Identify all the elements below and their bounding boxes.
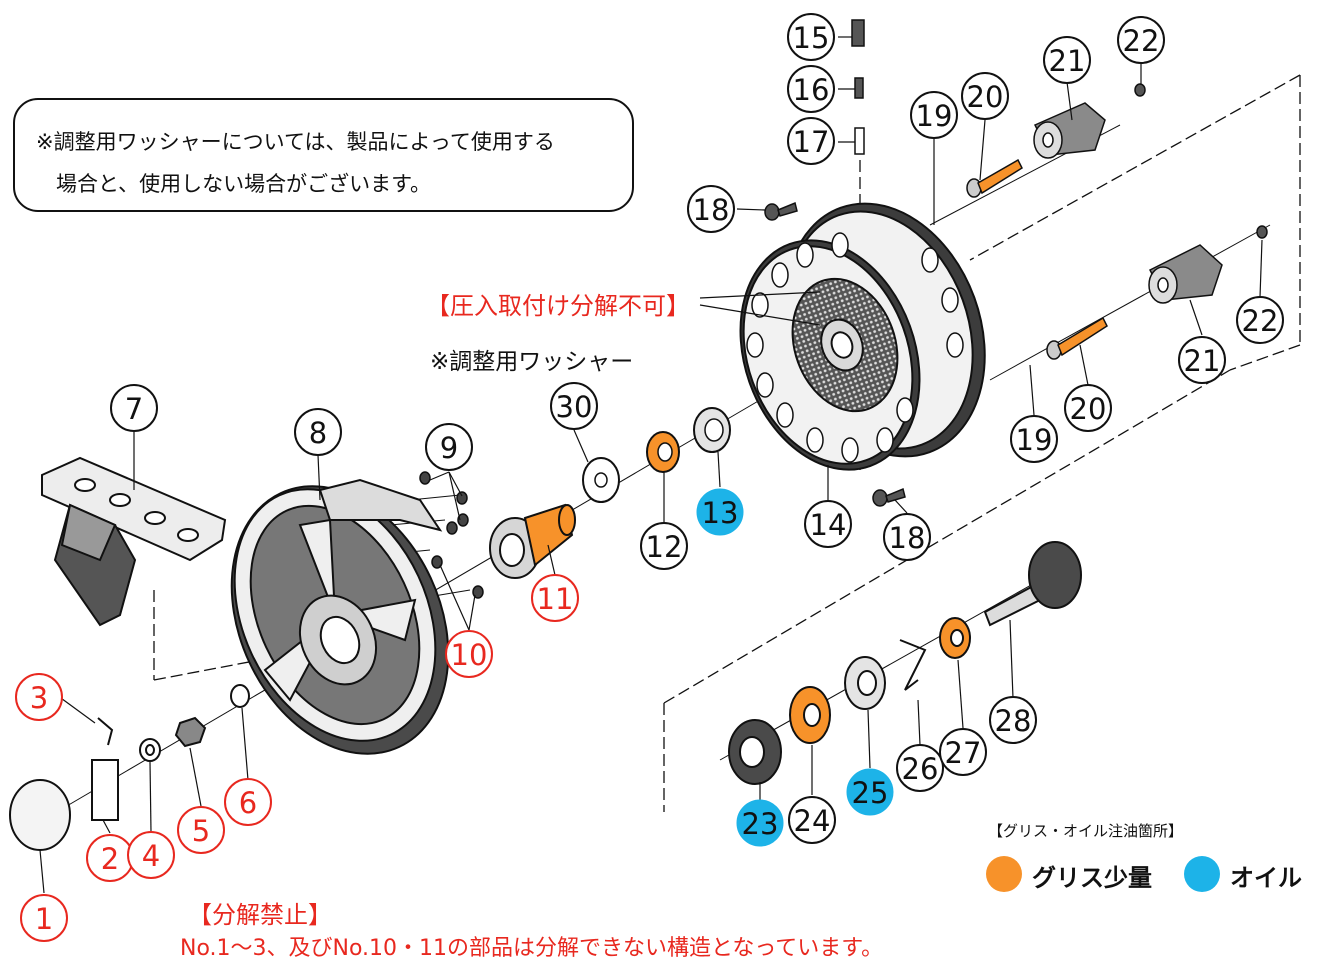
- part-label-20: 20: [961, 72, 1009, 120]
- part-label-28: 28: [989, 696, 1037, 744]
- svg-text:4: 4: [142, 839, 160, 873]
- part-label-26: 26: [896, 744, 944, 792]
- note-line-2: 場合と、使用しない場合がございます。: [56, 172, 432, 196]
- svg-text:12: 12: [646, 530, 683, 564]
- part-label-16: 16: [787, 65, 835, 113]
- grease-label: グリス少量: [1032, 864, 1152, 892]
- disassembly-note: No.1～3、及びNo.10・11の部品は分解できない構造となっています。: [180, 936, 884, 961]
- part-12-hole: [657, 442, 673, 462]
- upper-handle-parts: [966, 83, 1146, 198]
- parts-15-17-screws: [851, 19, 865, 155]
- part-label-22: 22: [1117, 16, 1165, 64]
- part-label-8: 8: [294, 408, 342, 456]
- part-label-3: 3: [15, 673, 63, 721]
- part-30-hole: [594, 472, 608, 488]
- part-label-13: 13: [696, 488, 744, 536]
- svg-text:25: 25: [852, 776, 889, 810]
- svg-text:28: 28: [995, 704, 1032, 738]
- oil-swatch: [1184, 856, 1220, 892]
- part-label-21: 21: [1178, 336, 1226, 384]
- part-label-23: 23: [736, 799, 784, 847]
- svg-text:19: 19: [916, 99, 953, 133]
- note-line-1: ※調整用ワッシャーについては、製品によって使用する: [36, 130, 555, 154]
- part-label-1: 1: [20, 894, 68, 942]
- part-8-side-plate: [230, 478, 450, 755]
- part-label-20: 20: [1064, 384, 1112, 432]
- part-label-2: 2: [86, 834, 134, 882]
- svg-text:21: 21: [1184, 344, 1221, 378]
- svg-text:5: 5: [192, 814, 210, 848]
- leader-lines: [38, 36, 1263, 894]
- oil-label: オイル: [1230, 864, 1302, 892]
- spool-holes: [746, 232, 964, 463]
- svg-text:3: 3: [30, 681, 48, 715]
- svg-text:15: 15: [793, 21, 830, 55]
- part-label-15: 15: [787, 13, 835, 61]
- part-label-9: 9: [425, 423, 473, 471]
- svg-text:18: 18: [693, 193, 730, 227]
- part-label-25: 25: [846, 768, 894, 816]
- part-label-30: 30: [550, 382, 598, 430]
- svg-text:21: 21: [1049, 44, 1086, 78]
- svg-text:14: 14: [810, 508, 847, 542]
- svg-text:27: 27: [945, 736, 982, 770]
- part-label-11: 11: [531, 574, 579, 622]
- part-label-7: 7: [110, 384, 158, 432]
- svg-text:26: 26: [902, 752, 939, 786]
- lower-handle-parts: [1046, 225, 1268, 360]
- svg-text:7: 7: [125, 392, 143, 426]
- svg-text:1: 1: [35, 902, 53, 936]
- svg-text:6: 6: [239, 786, 257, 820]
- part-label-24: 24: [788, 796, 836, 844]
- screws-9-10: [419, 471, 484, 599]
- svg-text:20: 20: [967, 80, 1004, 114]
- svg-text:10: 10: [451, 638, 488, 672]
- svg-text:18: 18: [889, 521, 926, 555]
- svg-text:8: 8: [309, 416, 327, 450]
- part-label-17: 17: [787, 117, 835, 165]
- note-box: [13, 98, 634, 212]
- part-label-4: 4: [127, 831, 175, 879]
- svg-text:24: 24: [794, 804, 831, 838]
- svg-text:19: 19: [1016, 423, 1053, 457]
- svg-text:30: 30: [556, 390, 593, 424]
- part-label-22: 22: [1236, 296, 1284, 344]
- svg-text:22: 22: [1242, 304, 1279, 338]
- svg-text:13: 13: [702, 496, 739, 530]
- legend-title: 【グリス・オイル注油箇所】: [988, 822, 1184, 840]
- part-label-21: 21: [1043, 36, 1091, 84]
- press-fit-label: 【圧入取付け分解不可】: [426, 292, 690, 320]
- part-label-14: 14: [804, 500, 852, 548]
- part-label-18: 18: [883, 513, 931, 561]
- part-label-19: 19: [910, 91, 958, 139]
- svg-text:23: 23: [742, 807, 779, 841]
- svg-text:20: 20: [1070, 392, 1107, 426]
- grease-swatch: [986, 856, 1022, 892]
- svg-text:2: 2: [101, 842, 119, 876]
- svg-text:22: 22: [1123, 24, 1160, 58]
- part-18-screws: [764, 201, 906, 507]
- lower-left-parts: [9, 684, 250, 851]
- part-label-27: 27: [939, 728, 987, 776]
- part-label-18: 18: [687, 185, 735, 233]
- part-11-shaft: [489, 503, 576, 579]
- lower-right-parts: [728, 541, 1082, 785]
- svg-text:9: 9: [440, 431, 458, 465]
- disassembly-title: 【分解禁止】: [188, 901, 332, 929]
- svg-text:16: 16: [793, 73, 830, 107]
- svg-text:17: 17: [793, 125, 830, 159]
- part-label-12: 12: [640, 522, 688, 570]
- adjusting-washer-label: ※調整用ワッシャー: [430, 349, 634, 375]
- part-label-10: 10: [445, 630, 493, 678]
- part-label-19: 19: [1010, 415, 1058, 463]
- part-7-bracket: [41, 456, 227, 627]
- part-13-hole: [704, 418, 724, 442]
- part-label-5: 5: [177, 806, 225, 854]
- part-label-6: 6: [224, 778, 272, 826]
- svg-text:11: 11: [537, 582, 574, 616]
